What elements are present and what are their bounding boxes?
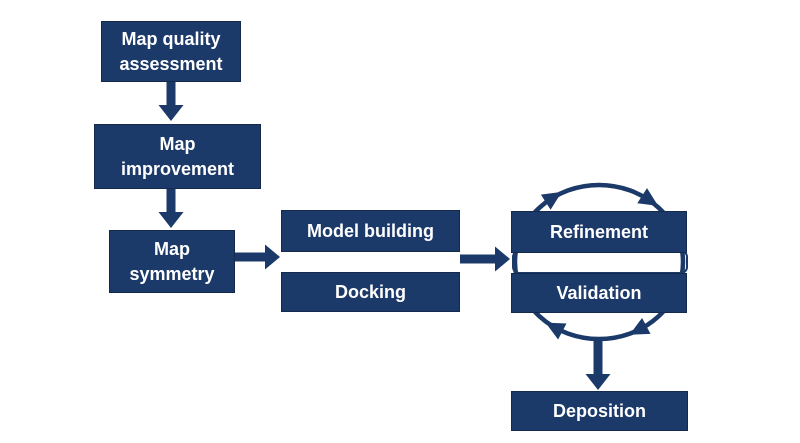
node-label: Map symmetry [129,237,214,287]
node-docking: Docking [281,272,460,312]
node-label-line: Map quality [121,28,221,49]
node-validation: Validation [511,273,687,313]
arrow-improvement-to-symmetry [158,189,184,228]
node-label-line: symmetry [129,263,215,284]
node-map-symmetry: Map symmetry [109,230,235,293]
node-label: Model building [307,219,434,244]
node-label: Refinement [550,220,648,245]
cycle-arrowhead-top-left-icon [540,191,562,210]
node-label-line: Refinement [549,221,648,242]
node-label: Map improvement [121,132,234,182]
node-label: Map quality assessment [119,27,222,77]
node-model-building: Model building [281,210,460,252]
cycle-arrowhead-bottom-left-icon [545,322,567,340]
node-refinement: Refinement [511,211,687,253]
node-deposition: Deposition [511,391,688,431]
node-label: Deposition [553,399,646,424]
node-map-improvement: Map improvement [94,124,261,189]
cycle-arrowhead-top-right-icon [637,188,659,206]
node-label-line: improvement [120,158,235,179]
node-label: Docking [335,280,406,305]
refinement-validation-connector [512,250,688,274]
node-label-line: Model building [307,220,434,241]
arrow-cycle-to-deposition [585,340,611,390]
node-label: Validation [556,281,641,306]
node-map-quality-assessment: Map quality assessment [101,21,241,82]
node-label-line: Docking [334,281,406,302]
node-label-line: Map [154,238,190,259]
node-label-line: Deposition [553,400,646,421]
arrow-quality-to-improvement [158,82,184,121]
arrow-modelbuilding-to-refinement [460,246,510,272]
arrow-symmetry-to-modelbuilding [235,244,280,270]
cycle-arrowhead-bottom-right-icon [629,317,651,335]
node-label-line: assessment [119,53,223,74]
node-label-line: Validation [556,282,642,303]
node-label-line: Map [159,133,196,154]
